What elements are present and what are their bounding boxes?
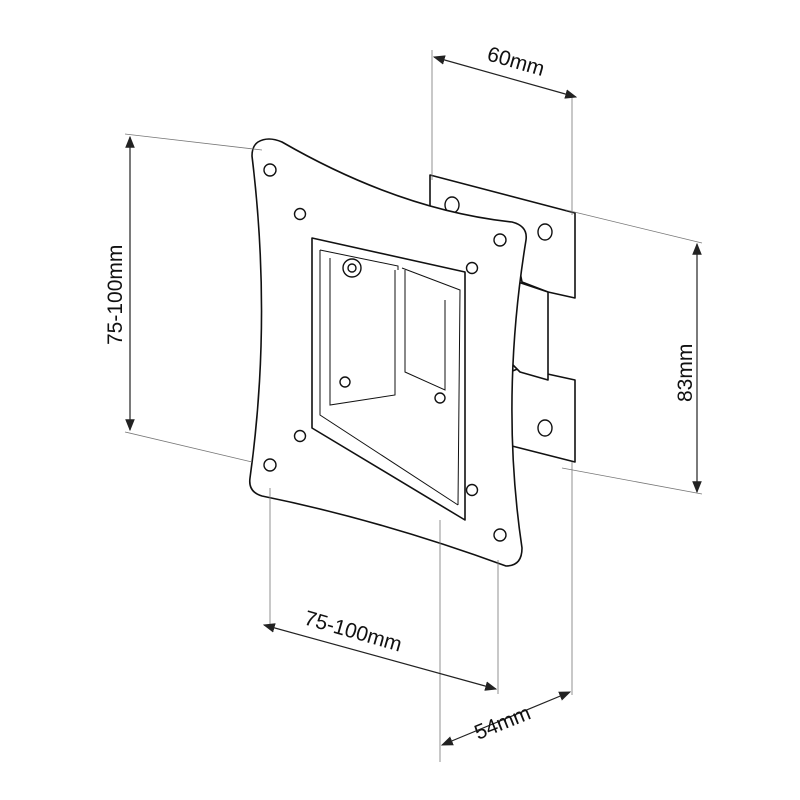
- dim-line-54mm: [440, 691, 572, 746]
- dim-line-vesa-width: [262, 623, 498, 691]
- vesa-hole: [465, 483, 479, 497]
- vesa-hole: [293, 207, 307, 221]
- label-wall-plate-width: 60mm: [485, 43, 547, 81]
- label-vesa-height: 75-100mm: [104, 245, 127, 345]
- vesa-hole: [465, 261, 479, 275]
- vesa-hole: [493, 528, 507, 542]
- vesa-plate: [248, 138, 528, 567]
- wall-hole: [537, 419, 553, 437]
- vesa-hole: [263, 458, 277, 472]
- vesa-hole: [493, 233, 507, 247]
- label-depth: 54mm: [471, 701, 534, 744]
- label-wall-plate-height: 83mm: [674, 344, 697, 402]
- wall-hole: [537, 223, 553, 241]
- vesa-hole: [263, 163, 277, 177]
- dim-line-60mm: [432, 55, 578, 99]
- vesa-hole: [293, 429, 307, 443]
